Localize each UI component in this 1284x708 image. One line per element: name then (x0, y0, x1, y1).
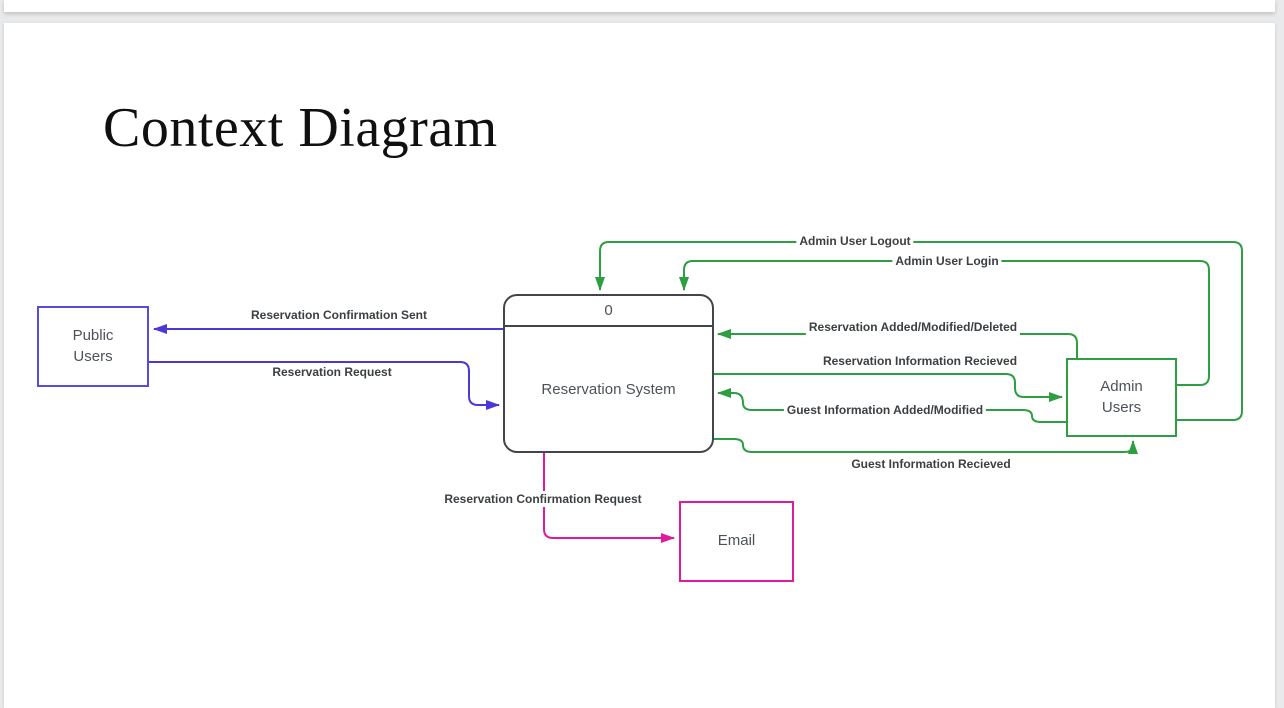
flow-line-reservation-request (149, 361, 500, 410)
process-number: 0 (505, 296, 712, 327)
entity-email-label: Email (717, 532, 756, 550)
entity-email: Email (679, 501, 794, 582)
process-reservation-system: 0 Reservation System (503, 294, 714, 453)
previous-slide-edge (4, 0, 1275, 12)
entity-admin-users-label: Admin Users (1100, 378, 1143, 416)
flow-line-guest-information-recieved (713, 438, 1138, 454)
flow-label-reservation-request: Reservation Request (269, 364, 395, 380)
flow-label-reservation-information-recieved: Reservation Information Recieved (819, 353, 1021, 369)
flow-label-reservation-confirmation-request: Reservation Confirmation Request (441, 491, 645, 507)
flow-line-reservation-information-recieved (713, 373, 1063, 402)
flow-label-guest-information-added-modified: Guest Information Added/Modified (783, 402, 987, 418)
entity-admin-users: Admin Users (1066, 358, 1177, 437)
flow-label-guest-information-recieved: Guest Information Recieved (848, 456, 1014, 472)
slide-title: Context Diagram (103, 97, 498, 159)
entity-public-users-label: Public Users (72, 327, 114, 365)
flow-label-admin-user-logout: Admin User Logout (796, 233, 914, 249)
flow-label-reservation-confirmation-sent: Reservation Confirmation Sent (247, 307, 431, 323)
process-label: Reservation System (541, 380, 676, 398)
flow-label-admin-user-login: Admin User Login (892, 253, 1002, 269)
flow-line-reservation-confirmation-request (543, 453, 675, 543)
entity-public-users: Public Users (37, 306, 149, 387)
flow-label-reservation-added-modified-deleted: Reservation Added/Modified/Deleted (805, 319, 1021, 335)
flow-line-admin-user-logout (595, 241, 1243, 421)
flow-line-admin-user-login (679, 260, 1210, 386)
flow-line-reservation-added-modified-deleted (717, 329, 1078, 358)
